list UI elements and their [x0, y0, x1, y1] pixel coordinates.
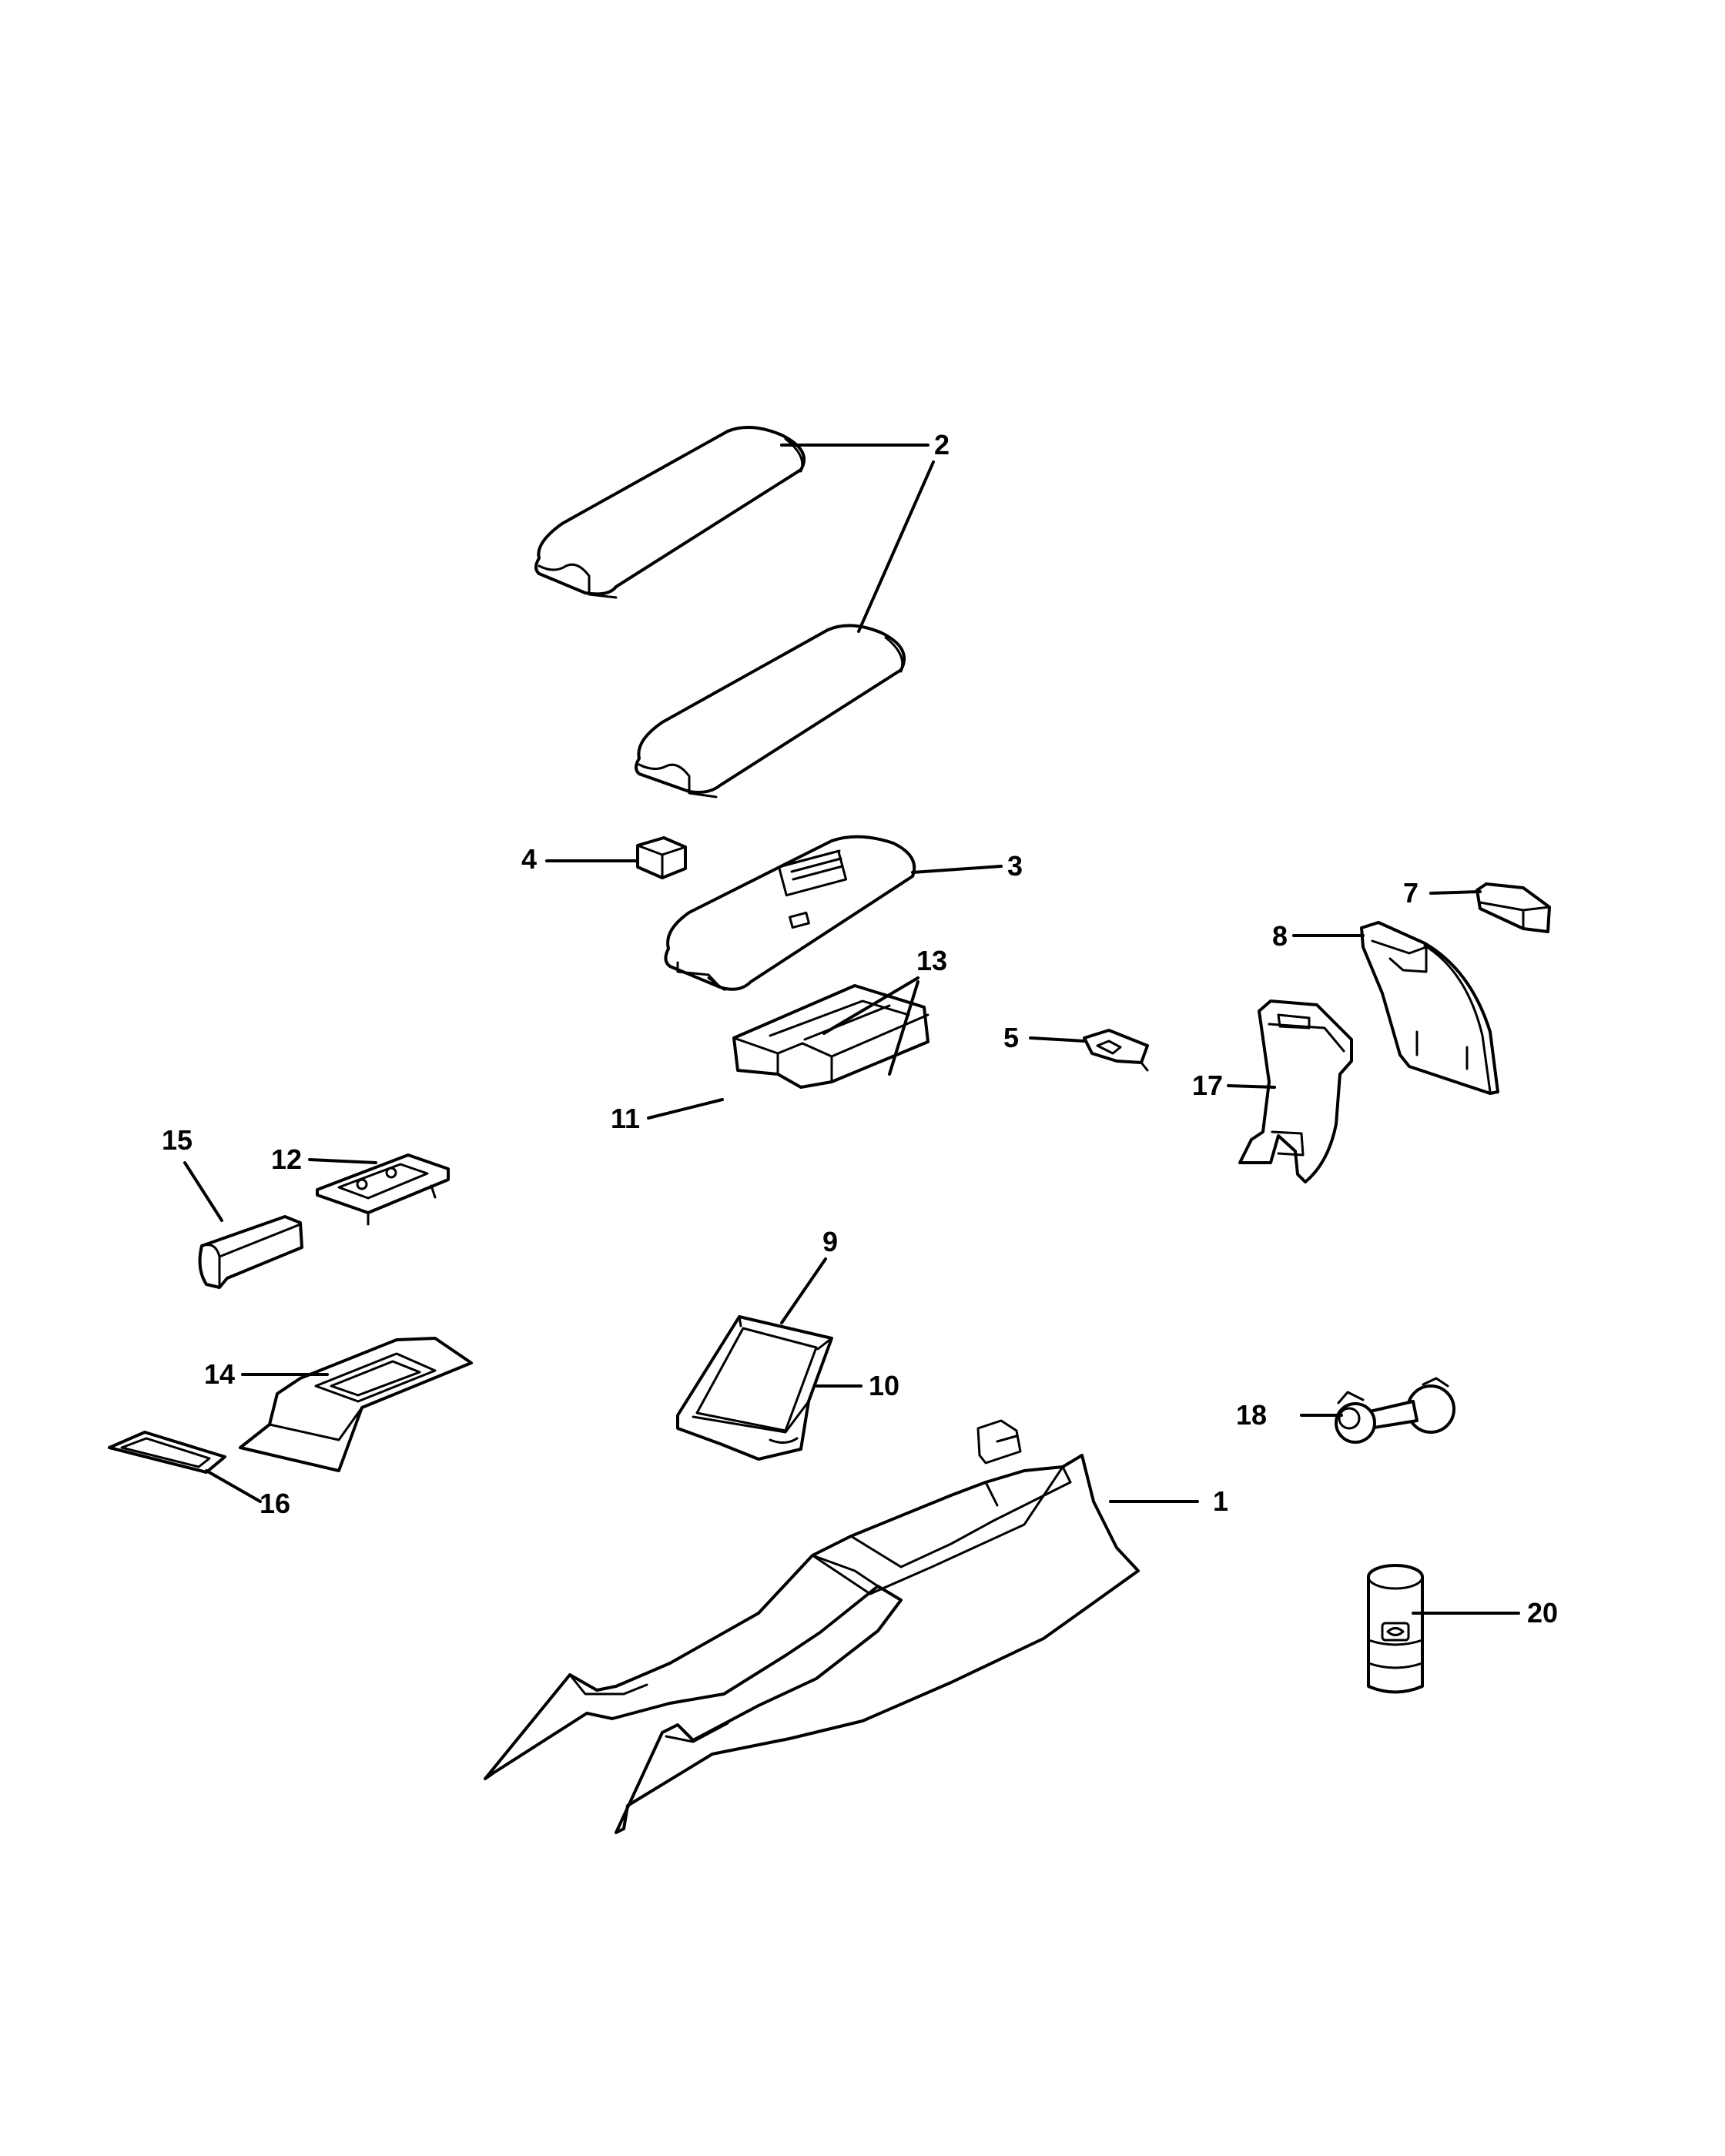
part-3-armrest-base	[664, 835, 916, 991]
part-8-side-panel	[1360, 921, 1499, 1095]
callout-5: 5	[1003, 1022, 1019, 1053]
leader-2b	[857, 460, 935, 633]
callout-11: 11	[611, 1103, 640, 1134]
part-11-storage-tray	[732, 984, 929, 1089]
callout-10: 10	[869, 1370, 899, 1401]
leader-12	[308, 1158, 377, 1164]
callout-labels: 2 3 4 5 7 8 9 10 11 12 13 14 15 16 17 18…	[162, 429, 1558, 1629]
leader-9	[780, 1257, 827, 1324]
callout-16: 16	[260, 1488, 290, 1519]
leader-3	[911, 865, 1003, 874]
part-2-armrest-lid-lower	[635, 624, 906, 798]
part-18-knob	[1335, 1377, 1455, 1444]
part-16-plate	[108, 1431, 226, 1474]
callout-13: 13	[916, 945, 947, 976]
callout-20: 20	[1527, 1597, 1558, 1629]
leader-lines	[183, 444, 1520, 1615]
leader-13a	[822, 976, 919, 1035]
part-17-side-trim	[1238, 999, 1353, 1183]
part-20-lighter	[1367, 1564, 1424, 1694]
part-9-10-cupholder-insert	[676, 1315, 833, 1461]
leader-17	[1227, 1084, 1276, 1089]
part-14-shifter-bezel	[239, 1337, 473, 1472]
callout-8: 8	[1272, 920, 1288, 952]
part-2-armrest-lid-upper	[534, 426, 806, 599]
callout-7: 7	[1403, 877, 1419, 909]
part-7-switch	[1475, 882, 1551, 933]
callout-2: 2	[934, 429, 950, 460]
callout-12: 12	[271, 1143, 302, 1175]
callout-17: 17	[1192, 1070, 1223, 1101]
part-5-bracket	[1083, 1029, 1149, 1072]
callout-15: 15	[162, 1124, 193, 1156]
callout-18: 18	[1236, 1399, 1267, 1431]
callout-1: 1	[1213, 1485, 1228, 1517]
leader-13b	[888, 980, 919, 1076]
callout-4: 4	[521, 843, 537, 875]
part-1-center-console	[484, 1419, 1140, 1834]
leader-15	[183, 1161, 223, 1222]
part-15-pocket	[198, 1215, 303, 1289]
leader-5	[1029, 1036, 1086, 1043]
part-12-switch-panel	[316, 1153, 450, 1226]
part-4-clip	[636, 836, 687, 879]
leader-7	[1429, 890, 1482, 895]
callout-9: 9	[822, 1226, 838, 1257]
callout-14: 14	[204, 1358, 235, 1390]
leader-16	[205, 1469, 262, 1503]
leader-11	[647, 1098, 724, 1120]
callout-3: 3	[1007, 850, 1023, 882]
